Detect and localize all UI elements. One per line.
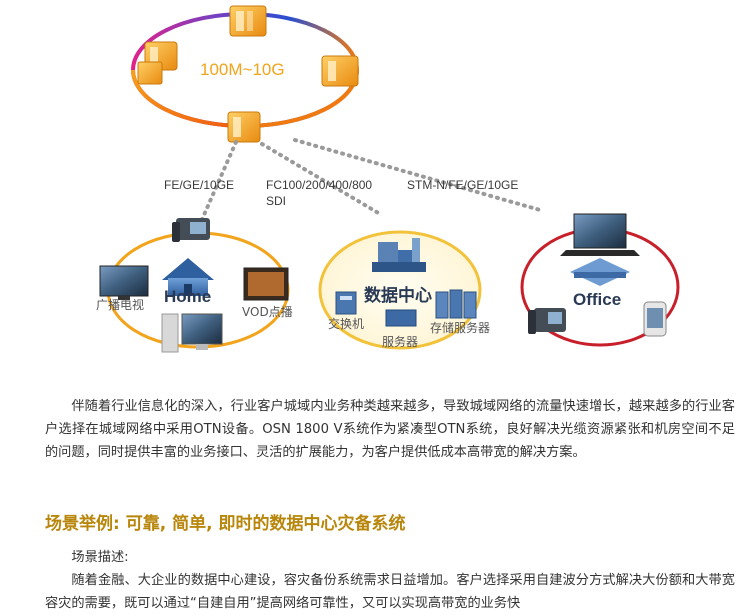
- otn-node-icon: [229, 5, 267, 37]
- link-label-datacenter: FC100/200/400/800: [266, 178, 373, 192]
- home-title: Home: [164, 287, 212, 306]
- intro-paragraph: 伴随着行业信息化的深入，行业客户城域内业务种类越来越多，导致城域网络的流量快速增…: [45, 399, 735, 460]
- laptop-icon: [560, 213, 640, 256]
- vod-tv-icon: [243, 267, 289, 301]
- otn-node-icon: [137, 61, 163, 85]
- broadcast-tv-label: 广播电视: [96, 298, 145, 312]
- storage-server-icon: [435, 289, 477, 319]
- mobile-phone-icon: [643, 301, 667, 337]
- desktop-pc-icon: [161, 313, 223, 353]
- server-label: 服务器: [382, 335, 419, 349]
- section-heading: 场景举例: 可靠, 简单, 即时的数据中心灾备系统: [45, 514, 406, 534]
- datacenter-title: 数据中心: [364, 286, 432, 306]
- scene-description-label: 场景描述:: [71, 550, 129, 565]
- switch-icon: [335, 291, 357, 315]
- otn-node-icon: [227, 111, 261, 143]
- office-building-icon: [570, 258, 630, 286]
- ip-phone-icon: [172, 218, 210, 242]
- vod-label: VOD点播: [242, 305, 293, 319]
- link-label-datacenter-line2: SDI: [266, 194, 287, 208]
- otn-node-icon: [321, 55, 359, 87]
- network-diagram: [99, 5, 680, 353]
- server-icon: [385, 309, 417, 327]
- link-label-home: FE/GE/10GE: [164, 178, 235, 192]
- datacenter-building-icon: [372, 238, 426, 272]
- switch-label: 交换机: [328, 317, 365, 331]
- tv-icon: [99, 265, 149, 300]
- ip-phone-icon: [528, 308, 566, 334]
- backbone-ring-label: 100M~10G: [200, 60, 285, 79]
- link-label-office: STM-N/FE/GE/10GE: [407, 178, 519, 192]
- link-lines: [198, 138, 542, 226]
- house-icon: [162, 258, 214, 296]
- scene-description-body: 随着金融、大企业的数据中心建设，容灾备份系统需求日益增加。客户选择采用自建波分方…: [45, 573, 735, 611]
- datacenter-ring: [318, 230, 482, 350]
- storage-server-label: 存储服务器: [430, 321, 491, 335]
- office-title: Office: [573, 290, 622, 309]
